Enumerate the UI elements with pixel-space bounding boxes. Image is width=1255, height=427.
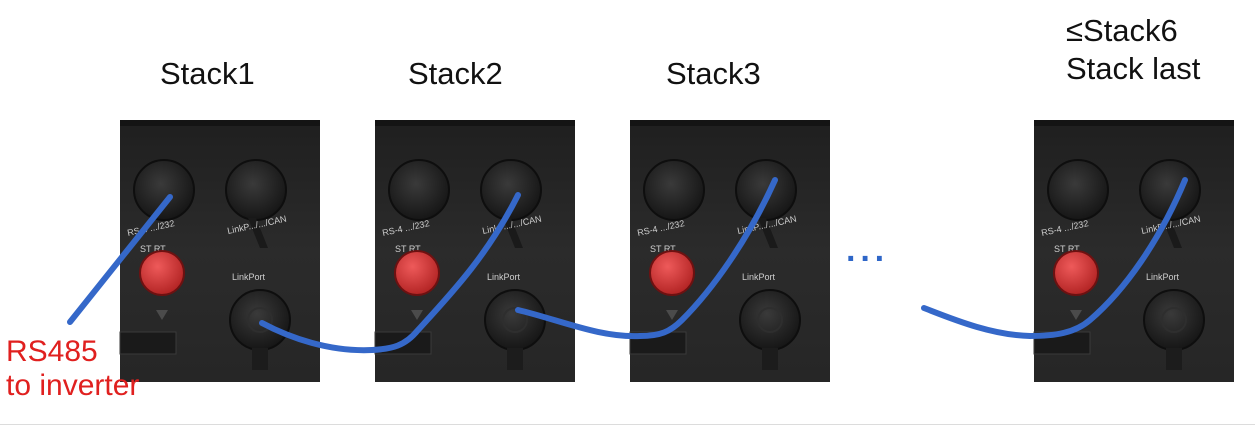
bottom-divider	[0, 424, 1255, 425]
stack3-label: Stack3	[666, 55, 761, 93]
cable-group	[67, 177, 1188, 354]
cable-rs485-to-inverter	[67, 194, 173, 325]
stack-last-label-line2: Stack last	[1066, 51, 1201, 86]
stack-last-panel	[1033, 119, 1235, 383]
stack3-label-text: Stack3	[666, 56, 761, 91]
cable-stack2-to-stack3	[515, 177, 778, 340]
stack1-panel	[119, 119, 321, 383]
rs485-label-line1: RS485	[6, 335, 98, 368]
stack3-panel	[629, 119, 831, 383]
stack1-label-text: Stack1	[160, 56, 255, 91]
rs485-inverter-label: RS485 to inverter	[6, 335, 139, 403]
cable-stack1-to-stack2	[259, 192, 521, 354]
stack-last-label-line1: ≤Stack6	[1066, 13, 1178, 48]
rs485-label-line2: to inverter	[6, 369, 140, 402]
stack1-label: Stack1	[160, 55, 255, 93]
stack-last-label: ≤Stack6 Stack last	[1066, 12, 1200, 88]
cable-to-stack-last	[921, 177, 1188, 339]
continuation-ellipsis: ···	[846, 240, 889, 278]
stack2-label: Stack2	[408, 55, 503, 93]
stack2-label-text: Stack2	[408, 56, 503, 91]
